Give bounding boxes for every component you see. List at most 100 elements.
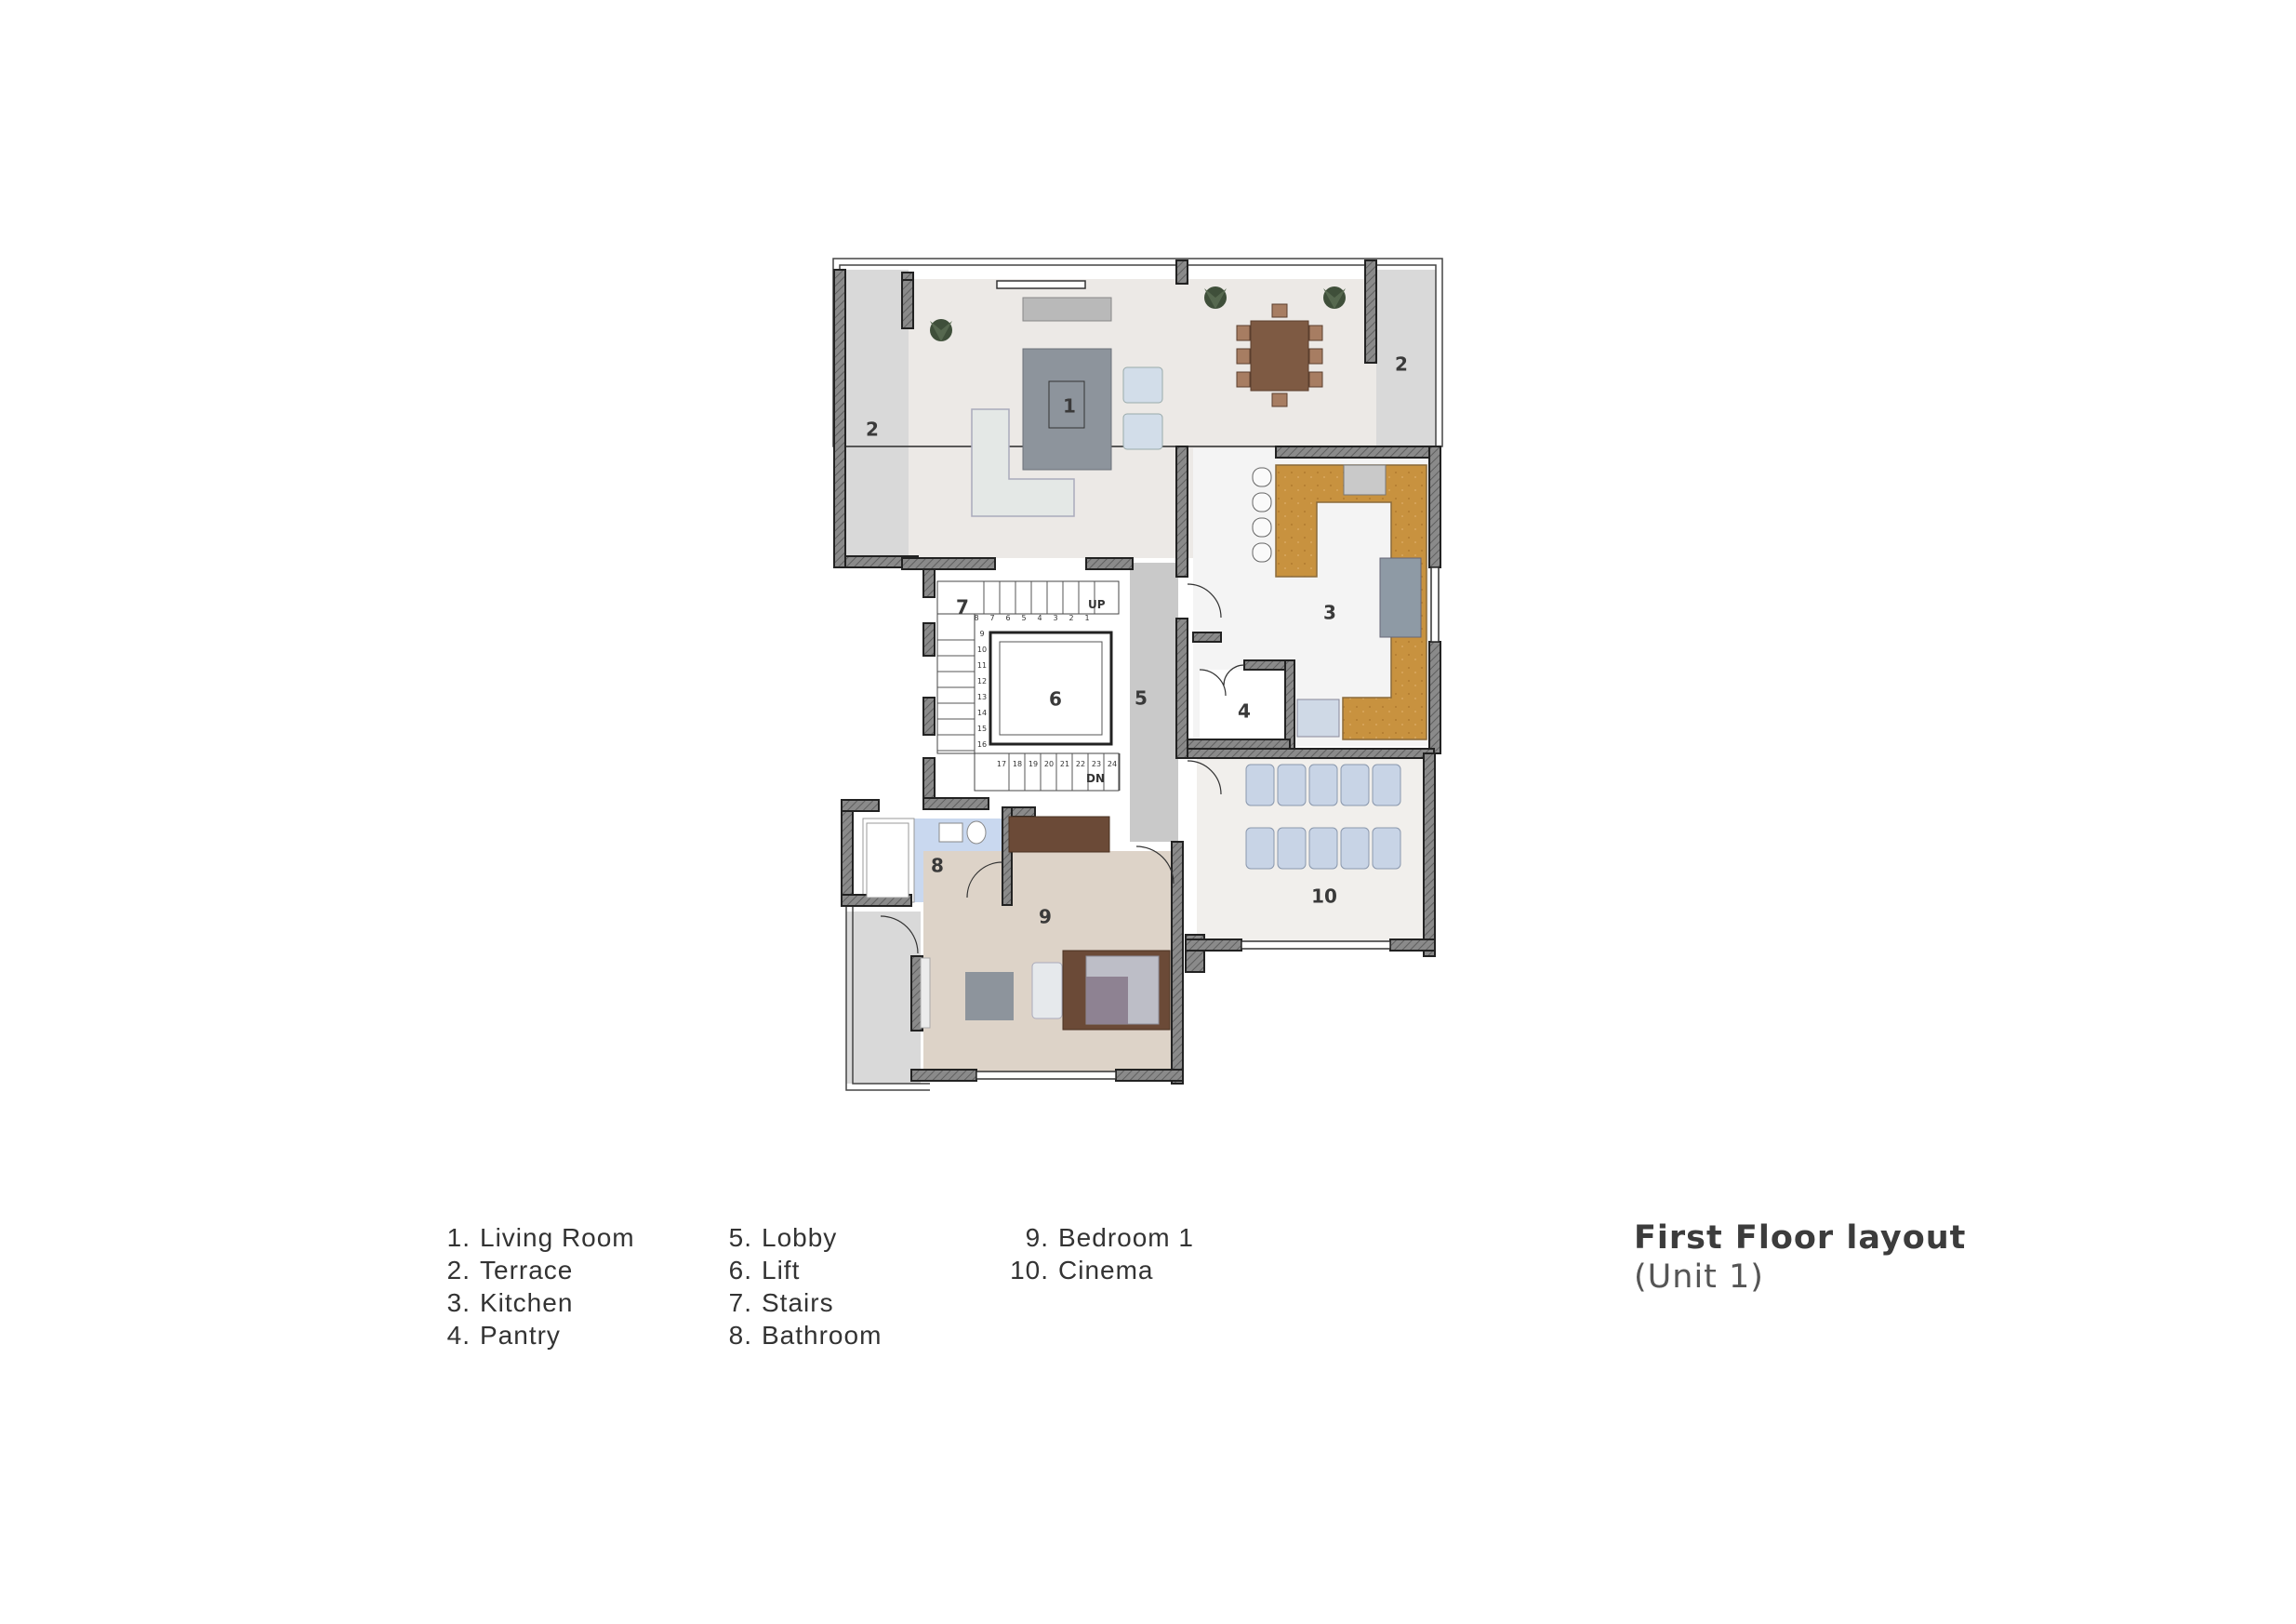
dining-table [1250,320,1309,392]
stair-step-number: 18 [1013,760,1022,768]
stair-step-number: 8 [974,614,978,622]
cinema-seat [1277,764,1307,806]
walls [833,260,1441,1085]
stair-step-number: 16 [977,740,987,749]
legend-item-label: Kitchen [480,1288,574,1317]
pantry-floor [1200,670,1285,742]
legend-item-label: Stairs [762,1288,834,1317]
stair-step-number: 10 [977,646,987,654]
room-label-10: 10 [1311,885,1337,908]
room-label-7: 7 [956,596,969,619]
fridge [1296,699,1340,738]
bathroom-fixtures [866,820,987,899]
legend-item: 10. Cinema [1006,1254,1194,1286]
stair-step-number: 3 [1053,614,1057,622]
room-label-1: 1 [1063,395,1076,418]
rug [1022,348,1112,471]
lift-shaft [989,631,1113,746]
cinema-seat [1340,764,1370,806]
stair-step-number: 13 [977,693,987,701]
room-label-5: 5 [1135,687,1148,710]
legend-item-number: 4. [446,1321,471,1350]
legend-item-number: 3. [446,1288,471,1317]
legend-item: 5.Lobby [726,1221,882,1254]
cinema-seats [1245,764,1401,870]
legend-item: 1.Living Room [445,1221,635,1254]
l-sofa [971,408,1075,517]
stair-step-number: 4 [1037,614,1042,622]
plan-subtitle: (Unit 1) [1634,1258,1764,1296]
stair-step-number: 2 [1068,614,1073,622]
legend-item-label: Terrace [480,1256,574,1285]
bed-blanket [1086,977,1128,1024]
legend-item: 3. Kitchen [445,1286,635,1319]
stair-step-number: 11 [977,661,987,670]
legend-item-number: 8. [728,1321,752,1350]
plant-icon [930,319,952,341]
vanity [938,822,963,843]
cinema-seat [1245,827,1275,870]
cinema-seat [1308,764,1338,806]
cinema-seat [1277,827,1307,870]
room-label-8: 8 [931,855,944,877]
legend-item: 6.Lift [726,1254,882,1286]
cinema-seat [1372,764,1401,806]
legend-item-label: Bathroom [762,1321,883,1350]
kitchen-furniture [1252,464,1427,740]
stair-step-number: 1 [1084,614,1089,622]
legend-item-label: Lobby [762,1223,838,1252]
legend-item-number: 9. [1025,1223,1049,1252]
legend-column-3: 9. Bedroom 1 10. Cinema [1006,1221,1194,1286]
stair-step-number: 17 [997,760,1006,768]
plant-icon [1323,286,1346,309]
legend-item: 4. Pantry [445,1319,635,1351]
stair-step-number: 20 [1044,760,1054,768]
windows [975,280,1440,1080]
wardrobe [1008,816,1110,853]
legend-item-number: 6. [728,1256,752,1285]
stair-step-number: 22 [1076,760,1085,768]
legend-item-number: 2. [446,1256,471,1285]
lobby-floor [1130,563,1178,842]
room-label-4: 4 [1238,700,1251,723]
bedroom-furniture [920,816,1171,1031]
legend-item-label: Bedroom 1 [1058,1223,1194,1252]
stair-step-number: 7 [989,614,994,622]
living-room-furniture [930,286,1346,517]
cinema-seat [1308,827,1338,870]
legend-item-label: Cinema [1058,1256,1154,1285]
dining-chairs [1236,303,1323,407]
bedroom-terrace-floor [846,912,921,1084]
stair-treads [937,581,1121,791]
bedroom-rug [965,972,1014,1020]
legend-item-number: 7. [728,1288,752,1317]
room-label-2-left: 2 [866,419,879,441]
tv-console [1022,297,1112,322]
plan-title: First Floor layout [1634,1219,1967,1257]
room-label-9: 9 [1039,906,1052,928]
stair-step-number: 6 [1005,614,1010,622]
cooktop [1343,464,1387,496]
door-swings [880,583,1245,954]
legend-item-number: 10. [1010,1256,1049,1285]
legend-item: 9. Bedroom 1 [1006,1221,1194,1254]
stair-step-number: 24 [1108,760,1117,768]
stair-step-number: 23 [1092,760,1101,768]
room-label-3: 3 [1323,602,1336,624]
legend-item: 2. Terrace [445,1254,635,1286]
stairs-up-label: UP [1088,598,1106,611]
armchair-1 [1122,366,1163,404]
plant-icon [1204,286,1227,309]
legend-item: 7. Stairs [726,1286,882,1319]
stair-step-number: 14 [977,709,987,717]
stair-step-number: 21 [1060,760,1069,768]
legend-item-label: Pantry [480,1321,561,1350]
stair-step-number: 15 [977,725,987,733]
cinema-seat [1245,764,1275,806]
bedroom-armchair [1031,962,1063,1019]
shower-tray [866,822,909,899]
